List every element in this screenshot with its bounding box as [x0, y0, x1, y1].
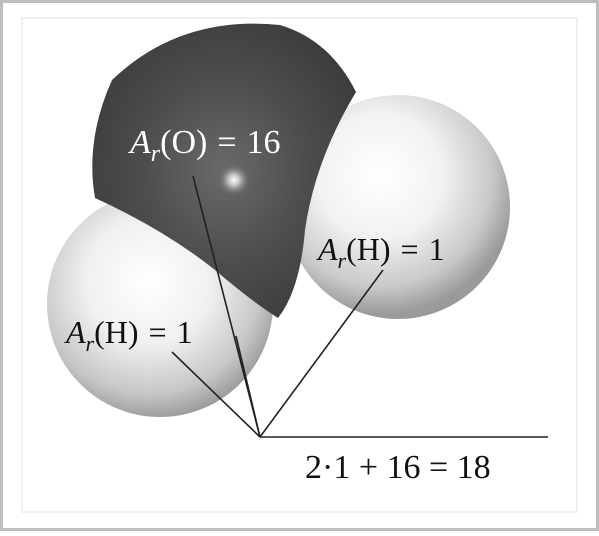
pointer-line-hydrogen-left — [171, 351, 261, 438]
label-hydrogen-left: Ar(H) = 1 — [64, 314, 193, 356]
label-oxygen: Ar(O) = 16 — [128, 124, 281, 167]
label-hydrogen-left-subscript: r — [86, 331, 95, 356]
label-hydrogen-right-value: 1 — [429, 231, 445, 267]
hydrogen-atom-right — [286, 95, 510, 319]
pointer-line-hydrogen-left-2 — [235, 335, 261, 438]
label-hydrogen-left-equals: = — [149, 314, 167, 350]
label-oxygen-symbol: A — [128, 124, 151, 161]
label-hydrogen-right: Ar(H) = 1 — [316, 231, 445, 273]
label-hydrogen-left-symbol: A — [64, 314, 86, 350]
label-hydrogen-left-value: 1 — [177, 314, 193, 350]
pointer-line-oxygen — [192, 175, 261, 438]
pointer-line-hydrogen-right — [259, 269, 384, 438]
label-hydrogen-right-element: (H) — [346, 231, 390, 267]
label-oxygen-subscript: r — [151, 141, 161, 167]
label-hydrogen-right-symbol: A — [316, 231, 338, 267]
pointer-lines — [171, 175, 548, 438]
label-oxygen-equals: = — [217, 124, 236, 161]
label-oxygen-element: (O) — [160, 124, 207, 161]
label-hydrogen-left-element: (H) — [94, 314, 138, 350]
label-hydrogen-right-equals: = — [401, 231, 419, 267]
label-oxygen-value: 16 — [247, 124, 281, 161]
molar-mass-formula: 2·1 + 16 = 18 — [305, 449, 491, 486]
oxygen-nucleus-highlight — [217, 163, 251, 197]
label-hydrogen-right-subscript: r — [338, 248, 347, 273]
inner-border — [21, 17, 578, 513]
